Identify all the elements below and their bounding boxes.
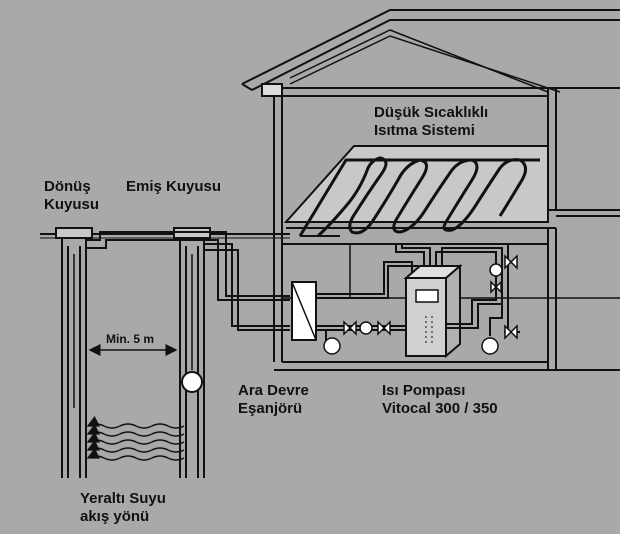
heat-exchanger-label-line1: Ara Devre bbox=[238, 382, 309, 399]
heat-pump-label-line1: Isı Pompası bbox=[382, 382, 466, 399]
return-well-label-line2: Kuyusu bbox=[44, 196, 100, 213]
well-piping bbox=[86, 231, 290, 331]
groundwater-label-line1: Yeraltı Suyu bbox=[80, 490, 166, 507]
heat-exchanger-label-line2: Eşanjörü bbox=[238, 400, 303, 417]
return-well bbox=[55, 227, 93, 478]
groundwater-label-line2: akış yönü bbox=[80, 508, 150, 525]
groundwater-label: Yeraltı Suyu akış yönü bbox=[80, 490, 166, 526]
heat-pump-label: Isı Pompası Vitocal 300 / 350 bbox=[382, 382, 498, 418]
heating-system-label-line2: Isıtma Sistemi bbox=[374, 122, 475, 139]
groundwater-flow-arrows bbox=[86, 415, 185, 461]
suction-well-label: Emiş Kuyusu bbox=[126, 178, 222, 195]
suction-well bbox=[173, 227, 211, 478]
heat-exchanger-label: Ara Devre Eşanjörü bbox=[238, 382, 309, 418]
distance-label: Min. 5 m bbox=[106, 332, 155, 346]
heat-exchanger bbox=[291, 281, 317, 341]
return-well-label-line1: Dönüş bbox=[44, 178, 91, 195]
heating-system-label-line1: Düşük Sıcaklıklı bbox=[374, 104, 489, 121]
heat-pump-label-line2: Vitocal 300 / 350 bbox=[382, 400, 498, 417]
return-well-label: Dönüş Kuyusu bbox=[44, 178, 99, 214]
heating-system-label: Düşük Sıcaklıklı Isıtma Sistemi bbox=[374, 104, 488, 140]
circuit-pumps bbox=[323, 320, 391, 355]
heating-circuit-pumps bbox=[481, 254, 518, 355]
underfloor-heating-coils bbox=[298, 156, 540, 238]
heat-pump-unit bbox=[403, 263, 463, 359]
